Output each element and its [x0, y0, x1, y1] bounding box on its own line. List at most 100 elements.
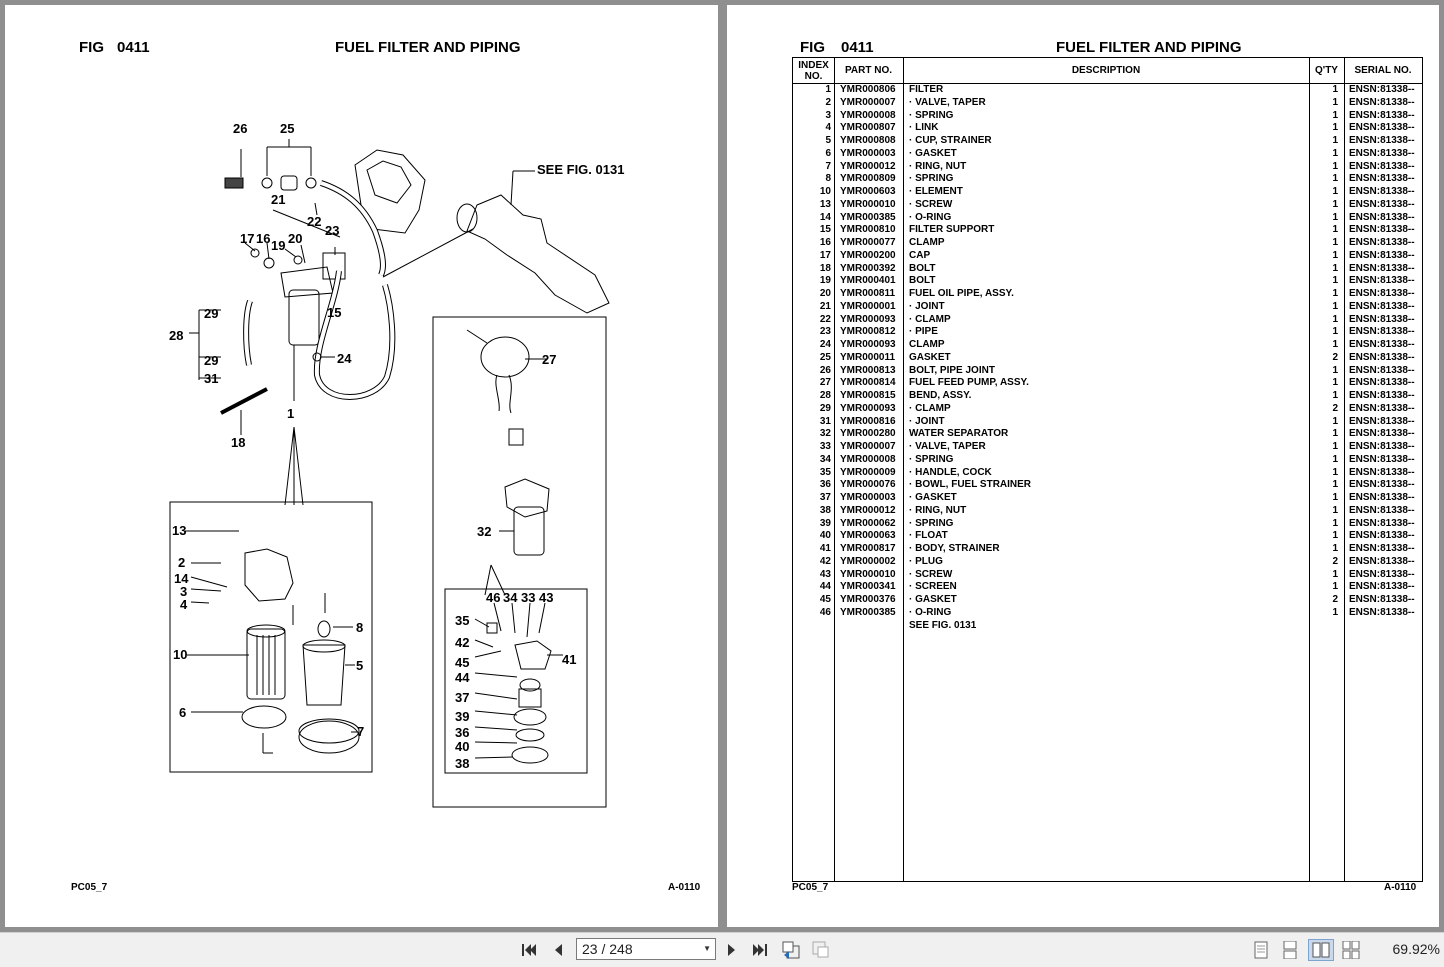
description-cell: · O-RING — [909, 211, 952, 223]
description-cell: · O-RING — [909, 606, 952, 618]
page-number-field[interactable]: 23 / 248 ▼ — [576, 938, 716, 960]
index-cell: 41 — [819, 543, 831, 554]
description-cell: · ELEMENT — [909, 186, 963, 197]
serial-cell: ENSN:81338-- — [1349, 466, 1415, 478]
zoom-level[interactable]: 69.92% — [1392, 941, 1440, 957]
qty-cell: 1 — [1332, 237, 1338, 248]
description-cell: · SPRING — [909, 173, 954, 185]
callout-13: 13 — [172, 523, 186, 538]
description-cell: · CUP, STRAINER — [909, 135, 992, 146]
index-cell: 42 — [819, 555, 831, 567]
index-cell: 16 — [819, 237, 831, 248]
qty-cell: 1 — [1332, 377, 1338, 389]
callout-40: 40 — [455, 739, 469, 754]
facing-icon[interactable] — [1308, 939, 1334, 961]
go-back-icon[interactable] — [780, 939, 802, 961]
qty-cell: 1 — [1332, 479, 1338, 491]
part-no-cell: YMR000812 — [840, 326, 896, 338]
next-page-icon[interactable] — [721, 939, 743, 961]
part-no-cell: YMR000011 — [840, 351, 896, 363]
index-cell: 15 — [819, 224, 831, 236]
callout-16: 16 — [256, 231, 270, 246]
serial-cell: ENSN:81338-- — [1349, 300, 1415, 312]
part-no-cell: YMR000809 — [840, 173, 896, 185]
serial-cell: ENSN:81338-- — [1349, 364, 1415, 376]
part-no-cell: YMR000816 — [840, 415, 896, 427]
single-page-icon[interactable] — [1250, 939, 1272, 961]
callout-46: 46 — [486, 590, 500, 605]
serial-cell: ENSN:81338-- — [1349, 135, 1415, 146]
callout-37: 37 — [455, 690, 469, 705]
part-no-cell: YMR000077 — [840, 237, 896, 248]
part-no-cell: YMR000012 — [840, 160, 896, 172]
part-no-cell: YMR000603 — [840, 186, 896, 197]
part-no-cell: YMR000010 — [840, 198, 896, 210]
callout-42: 42 — [455, 635, 469, 650]
callout-3: 3 — [180, 584, 187, 599]
index-cell: 33 — [819, 441, 831, 452]
first-page-icon[interactable] — [518, 939, 540, 961]
go-forward-icon[interactable] — [810, 939, 832, 961]
callout-27: 27 — [542, 352, 556, 367]
serial-cell: ENSN:81338-- — [1349, 288, 1415, 299]
callout-19: 19 — [271, 238, 285, 253]
header-part-no: PART NO. — [844, 65, 893, 76]
serial-cell: ENSN:81338-- — [1349, 581, 1415, 593]
qty-cell: 1 — [1332, 96, 1338, 108]
continuous-facing-icon[interactable] — [1340, 939, 1362, 961]
index-cell: 40 — [819, 530, 831, 542]
description-cell: · SPRING — [909, 453, 954, 465]
qty-cell: 1 — [1332, 224, 1338, 236]
description-cell: · RING, NUT — [909, 504, 967, 516]
serial-cell: ENSN:81338-- — [1349, 147, 1415, 159]
serial-cell: ENSN:81338-- — [1349, 594, 1415, 605]
callout-41: 41 — [562, 652, 576, 667]
header-description: DESCRIPTION — [1071, 65, 1141, 76]
serial-cell: ENSN:81338-- — [1349, 428, 1415, 440]
description-cell: · VALVE, TAPER — [909, 441, 986, 452]
continuous-icon[interactable] — [1279, 939, 1301, 961]
index-cell: 6 — [825, 147, 831, 159]
chevron-down-icon[interactable]: ▼ — [703, 944, 711, 953]
part-no-cell: YMR000806 — [840, 84, 896, 95]
callout-4: 4 — [180, 597, 188, 612]
callout-35: 35 — [455, 613, 469, 628]
callout-6: 6 — [179, 705, 186, 720]
serial-cell: ENSN:81338-- — [1349, 479, 1415, 491]
part-no-cell: YMR000008 — [840, 453, 896, 465]
callout-44: 44 — [455, 670, 470, 685]
description-cell: BOLT — [909, 275, 936, 287]
qty-cell: 1 — [1332, 109, 1338, 121]
description-cell: · BOWL, FUEL STRAINER — [909, 479, 1032, 491]
qty-cell: 1 — [1332, 504, 1338, 516]
part-no-cell: YMR000008 — [840, 109, 896, 121]
serial-cell: ENSN:81338-- — [1349, 517, 1415, 529]
qty-cell: 1 — [1332, 606, 1338, 618]
header-serial-no: SERIAL NO. — [1354, 65, 1412, 76]
index-cell: 4 — [825, 122, 831, 134]
index-cell: 23 — [819, 326, 831, 338]
index-cell: 10 — [819, 186, 831, 197]
last-page-icon[interactable] — [749, 939, 771, 961]
footer-left: PC05_7 — [792, 882, 829, 893]
prev-page-icon[interactable] — [547, 939, 569, 961]
footer-right: A-0110 — [1384, 882, 1417, 893]
qty-cell: 1 — [1332, 249, 1338, 261]
callout-21: 21 — [271, 192, 285, 207]
qty-cell: 1 — [1332, 326, 1338, 338]
index-cell: 37 — [819, 492, 831, 503]
index-cell: 18 — [819, 262, 831, 274]
serial-cell: ENSN:81338-- — [1349, 606, 1415, 618]
serial-cell: ENSN:81338-- — [1349, 402, 1415, 414]
